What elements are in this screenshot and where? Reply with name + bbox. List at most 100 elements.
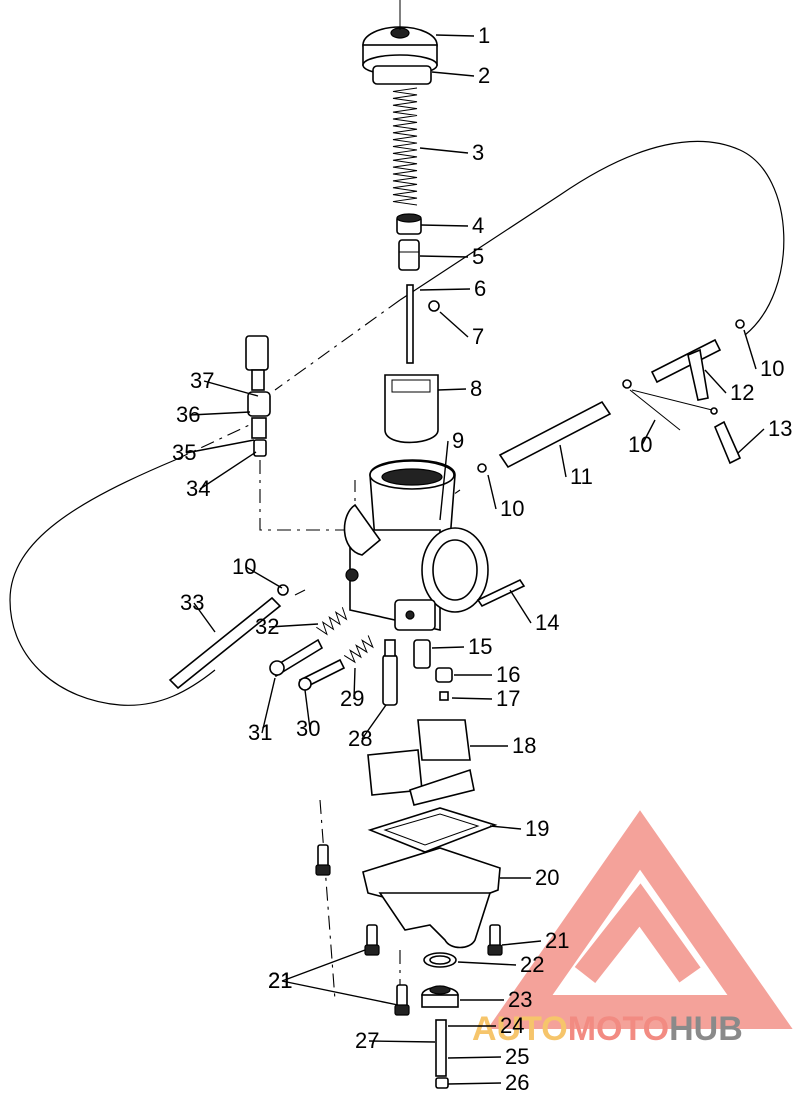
leader-line: [439, 440, 449, 521]
callout-8: 8: [470, 376, 482, 401]
leader-line: [431, 71, 475, 77]
leader-line: [353, 667, 356, 700]
callout-4: 4: [472, 213, 484, 238]
right-hose-assembly: [476, 319, 745, 608]
leader-line: [435, 34, 475, 37]
leader-line: [189, 411, 251, 416]
callout-28: 28: [348, 726, 372, 751]
leader-line: [451, 697, 493, 700]
callout-7: 7: [472, 324, 484, 349]
leader-line: [361, 704, 387, 740]
leader-line: [431, 646, 465, 649]
callout-32: 32: [255, 614, 279, 639]
callout-3: 3: [472, 140, 484, 165]
leader-line: [641, 419, 656, 446]
callout-20: 20: [535, 865, 559, 890]
cable-adjuster-assembly: [245, 335, 271, 457]
callout-17: 17: [496, 686, 520, 711]
part-5-needle-holder: [398, 239, 420, 271]
logo-word-moto: MOTO: [568, 1010, 669, 1048]
leader-line: [281, 949, 366, 982]
part-3-spring: [392, 87, 418, 206]
callout-25: 25: [505, 1044, 529, 1069]
leader-line: [489, 825, 522, 830]
part-4-retainer: [396, 213, 422, 235]
jets-15-17: [413, 639, 453, 701]
part-19-gasket: [367, 807, 498, 853]
callout-22: 22: [520, 952, 544, 977]
part-2-cap-ring: [372, 65, 432, 85]
callout-21: 21: [268, 968, 292, 993]
callout-18: 18: [512, 733, 536, 758]
logo-wordmark: AUTOMOTOHUB: [472, 1010, 743, 1048]
leader-line: [419, 255, 469, 258]
part-8-throttle-slide: [384, 374, 439, 444]
callout-13: 13: [768, 416, 792, 441]
part-18-float: [367, 719, 475, 806]
leader-line: [737, 428, 765, 454]
leader-line: [419, 147, 469, 154]
leader-line: [281, 980, 399, 1006]
part-1-top-cap: [362, 0, 438, 76]
leader-line: [261, 677, 276, 734]
leader-line: [437, 388, 467, 391]
logo-inner-m: [574, 883, 701, 984]
callout-10: 10: [760, 356, 784, 381]
callout-35: 35: [172, 440, 196, 465]
callout-19: 19: [525, 816, 549, 841]
logo-word-auto: AUTO: [472, 1010, 568, 1048]
part-6-jet-needle: [406, 284, 414, 364]
leader-line: [420, 224, 469, 227]
callout-21: 21: [268, 968, 292, 993]
callout-10: 10: [232, 554, 256, 579]
callout-24: 24: [500, 1013, 524, 1038]
callout-23: 23: [508, 987, 532, 1012]
leader-line: [245, 566, 283, 589]
callout-37: 37: [190, 368, 214, 393]
leader-line: [199, 451, 257, 490]
leader-line: [559, 444, 567, 478]
callout-layer: 1234567891011121314151617181920212223242…: [172, 23, 792, 1093]
callout-30: 30: [296, 716, 320, 741]
logo-triangle: [487, 810, 793, 1029]
callout-26: 26: [505, 1070, 529, 1093]
part-9-carburetor-body: [343, 459, 489, 631]
leader-line: [447, 1056, 502, 1059]
bottom-drain-parts: [421, 952, 459, 1089]
leader-line: [185, 439, 255, 454]
leader-line: [368, 1040, 436, 1043]
callout-29: 29: [340, 686, 364, 711]
leader-line: [487, 474, 497, 510]
callout-5: 5: [472, 244, 484, 269]
callout-14: 14: [535, 610, 559, 635]
leader-line: [704, 369, 727, 394]
callout-27: 27: [355, 1028, 379, 1053]
callout-2: 2: [478, 63, 490, 88]
callout-36: 36: [176, 402, 200, 427]
watermark-logo: AUTOMOTOHUB: [472, 810, 793, 1048]
leader-line: [457, 961, 517, 966]
leader-line: [203, 380, 259, 397]
callout-16: 16: [496, 662, 520, 687]
part-7-e-clip: [428, 300, 440, 312]
callout-6: 6: [474, 276, 486, 301]
leader-line: [509, 589, 532, 624]
leader-line: [447, 1082, 502, 1085]
callout-12: 12: [730, 380, 754, 405]
logo-word-hub: HUB: [669, 1010, 743, 1048]
callout-9: 9: [452, 428, 464, 453]
part-20-float-bowl: [362, 847, 501, 949]
callout-11: 11: [570, 464, 593, 489]
leader-line: [268, 623, 319, 628]
callout-31: 31: [248, 720, 272, 745]
callout-15: 15: [468, 634, 492, 659]
leader-line: [743, 329, 757, 370]
leader-line: [439, 311, 469, 338]
callout-10: 10: [628, 432, 652, 457]
callout-33: 33: [180, 590, 204, 615]
leader-line: [419, 288, 471, 291]
callout-34: 34: [186, 476, 210, 501]
part-21-screws: [315, 844, 503, 1016]
leader-line: [501, 940, 542, 946]
